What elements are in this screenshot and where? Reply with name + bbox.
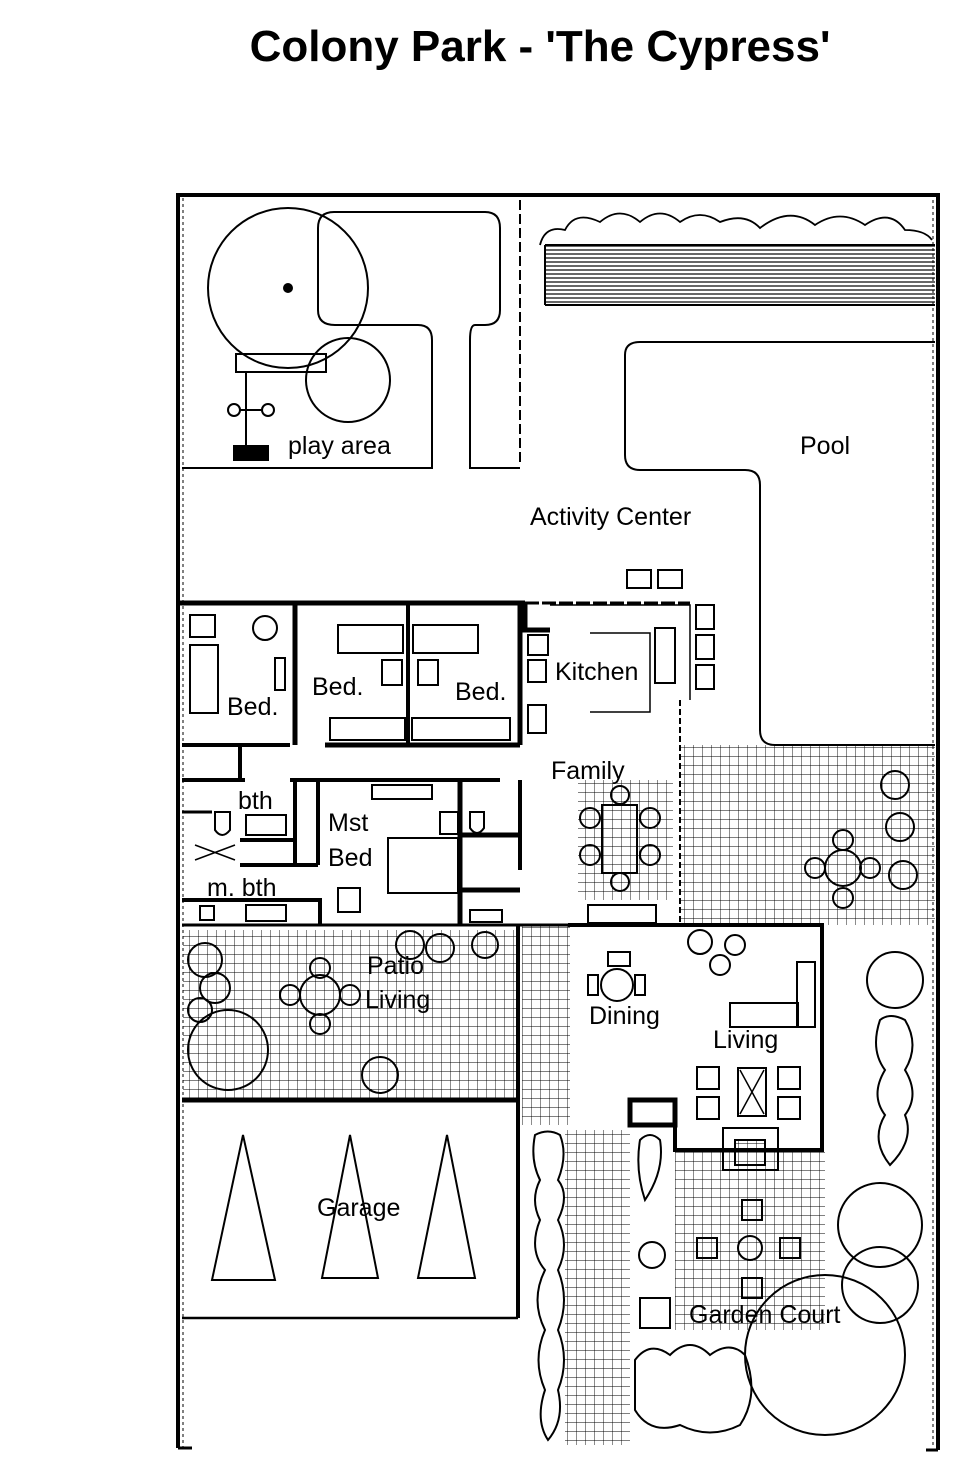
bed-1: [189, 644, 219, 714]
label-master-bath: m. bth: [207, 874, 276, 902]
pool-edge: [624, 341, 935, 746]
pool-hedge-shrubs: [539, 212, 933, 246]
garden-tree-2: [837, 1182, 923, 1268]
label-garden-court: Garden Court: [689, 1301, 841, 1329]
walk-paving-left: [565, 1130, 630, 1445]
play-path: [182, 211, 520, 469]
pool-area: [539, 212, 935, 746]
landscaping: [187, 770, 924, 1442]
family-dining-paving: [578, 780, 673, 900]
label-garage: Garage: [317, 1194, 400, 1222]
label-play-area: play area: [288, 432, 391, 460]
kitchen-counter: [527, 634, 549, 656]
building-walls: [180, 600, 824, 1320]
play-area: [182, 207, 520, 469]
label-activity-center: Activity Center: [530, 503, 691, 531]
site-boundary: [176, 193, 940, 1452]
label-patio-line1: Patio: [367, 952, 424, 980]
patio-tree: [187, 1009, 269, 1091]
car-1: [210, 1134, 277, 1281]
label-patio-line2: Living: [365, 986, 430, 1014]
pool-hedge-band: [545, 245, 935, 305]
label-bath: bth: [238, 787, 273, 815]
label-kitchen: Kitchen: [555, 658, 638, 686]
dining-paving: [522, 925, 570, 1125]
bed-3: [412, 624, 479, 654]
dining-table: [600, 968, 634, 1002]
label-family: Family: [551, 757, 625, 785]
label-bed-3: Bed.: [455, 678, 506, 706]
label-pool: Pool: [800, 432, 850, 460]
garage-cars: [210, 1134, 477, 1281]
play-structure: [235, 353, 327, 373]
label-living: Living: [713, 1026, 778, 1054]
master-bed: [387, 837, 459, 894]
label-bed-1: Bed.: [227, 693, 278, 721]
bed-2: [337, 624, 404, 654]
label-master-bed-line1: Mst: [328, 809, 368, 837]
terrace-paving: [680, 745, 935, 925]
label-master-bed-line2: Bed: [328, 844, 372, 872]
play-tree-large: [207, 207, 369, 369]
label-dining: Dining: [589, 1002, 660, 1030]
room-labels: play area Pool Activity Center Bed. Bed.…: [207, 432, 850, 1329]
lot-line: [176, 193, 940, 1450]
label-bed-2: Bed.: [312, 673, 363, 701]
living-table: [737, 1067, 767, 1117]
car-2: [320, 1134, 380, 1279]
garden-tree-1: [866, 951, 924, 1009]
play-tree-small: [305, 337, 391, 423]
car-3: [416, 1134, 477, 1279]
patio-paving: [183, 930, 520, 1100]
furniture: [189, 569, 881, 1329]
plan-title: Colony Park - 'The Cypress': [249, 22, 831, 71]
